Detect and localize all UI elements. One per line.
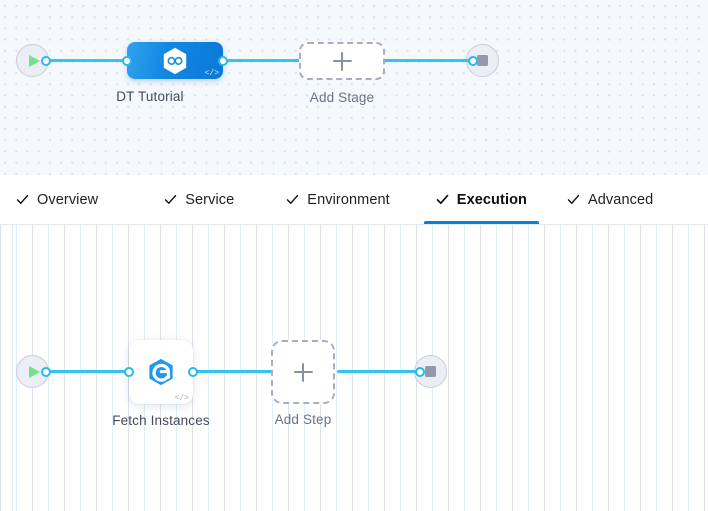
- pipeline-tab-bar: Overview Service Environment: [0, 175, 708, 225]
- plus-icon: [333, 52, 352, 71]
- stage-end-input-port[interactable]: [468, 56, 478, 66]
- step-node-label: Fetch Instances: [112, 413, 210, 428]
- check-icon: [567, 193, 580, 206]
- tab-execution-label: Execution: [456, 191, 527, 208]
- step-output-port[interactable]: [188, 367, 198, 377]
- code-icon: </>: [174, 394, 189, 403]
- step-start-output-port[interactable]: [41, 367, 51, 377]
- tab-service-label: Service: [185, 191, 235, 208]
- tab-underline-active: [423, 221, 539, 224]
- link-step-to-add-step: [195, 370, 275, 373]
- check-icon: [164, 193, 177, 206]
- tab-advanced[interactable]: Advanced: [567, 175, 653, 224]
- tab-service[interactable]: Service: [164, 175, 234, 224]
- stage-start-output-port[interactable]: [41, 56, 51, 66]
- link-add-stage-to-end: [382, 59, 475, 62]
- execution-step-canvas[interactable]: </> Fetch Instances Add Step: [0, 225, 708, 511]
- check-icon: [436, 193, 449, 206]
- stop-icon: [425, 366, 436, 377]
- stop-icon: [477, 55, 488, 66]
- stage-node-label: DT Tutorial: [116, 89, 184, 104]
- tab-environment[interactable]: Environment: [286, 175, 390, 224]
- link-stage-to-add-stage: [215, 59, 310, 62]
- add-step-button[interactable]: [271, 340, 335, 404]
- add-step-label: Add Step: [274, 412, 332, 427]
- link-start-to-stage: [44, 59, 134, 62]
- play-icon: [28, 365, 40, 378]
- step-node-fetch-instances[interactable]: </>: [129, 340, 193, 404]
- tab-overview-label: Overview: [37, 191, 99, 208]
- add-stage-button[interactable]: [299, 42, 385, 80]
- hexagon-infinity-icon: [163, 47, 187, 74]
- stage-output-port[interactable]: [218, 56, 228, 66]
- step-end-input-port[interactable]: [415, 367, 425, 377]
- tab-advanced-label: Advanced: [588, 191, 654, 208]
- check-icon: [286, 193, 299, 206]
- hexagon-spiral-icon: [149, 358, 173, 386]
- add-stage-label: Add Stage: [309, 90, 375, 105]
- plus-icon: [294, 363, 313, 382]
- play-icon: [28, 54, 40, 67]
- tab-execution[interactable]: Execution: [423, 175, 539, 224]
- pipeline-stage-canvas[interactable]: </> DT Tutorial Add Stage: [0, 0, 708, 175]
- stage-input-port[interactable]: [122, 56, 132, 66]
- check-icon: [16, 193, 29, 206]
- stage-node-dt-tutorial[interactable]: </>: [127, 42, 223, 79]
- link-start-to-step: [44, 370, 129, 373]
- tab-environment-label: Environment: [307, 191, 390, 208]
- step-input-port[interactable]: [124, 367, 134, 377]
- link-add-step-to-end: [337, 370, 416, 373]
- tab-overview[interactable]: Overview: [16, 175, 98, 224]
- code-icon: </>: [204, 69, 219, 78]
